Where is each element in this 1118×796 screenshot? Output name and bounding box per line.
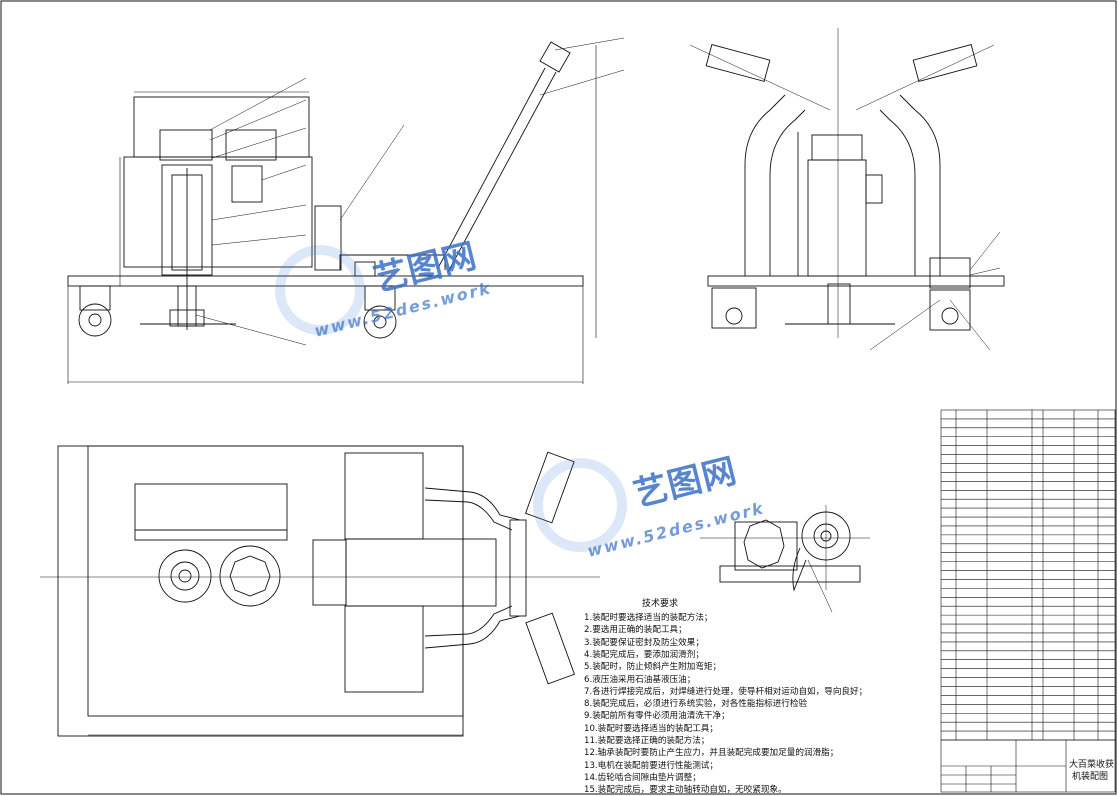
watermark-logo (275, 245, 627, 552)
drawing-name-line1: 大百菜收获 (1069, 760, 1115, 770)
requirement-item: 9.装配前所有零件必须用油清洗干净； (584, 711, 730, 722)
top-view (40, 445, 600, 737)
requirement-item: 14.齿轮啮合间隙由垫片调整； (584, 772, 701, 783)
requirement-item: 12.轴承装配时要防止产生应力，并且装配完成要加足量的润滑脂； (584, 748, 839, 759)
requirement-item: 7.各进行焊接完成后，对焊缝进行处理，使导杆相对运动自如，导向良好； (584, 686, 868, 697)
front-view (67, 37, 625, 384)
requirement-item: 6.液压油采用石油基液压油； (584, 674, 696, 685)
requirement-item: 15.装配完成后，要求主动轴转动自如，无咬紧现象。 (584, 785, 787, 796)
title-block (940, 739, 1116, 793)
requirement-item: 8.装配完成后，必须进行系统实验，对各性能指标进行检验 (584, 699, 808, 710)
requirement-item: 3.装配要保证密封及防尘效果； (584, 637, 704, 648)
requirement-item: 2.要选用正确的装配工具； (584, 625, 687, 636)
requirement-item: 5.装配时，防止倾斜产生附加弯矩； (584, 662, 722, 673)
requirement-item: 10.装配时要选择适当的装配工具； (584, 723, 718, 734)
side-view (689, 28, 1005, 351)
requirement-item: 1.装配时要选择适当的装配方法； (584, 613, 713, 623)
requirement-item: 13.电机在装配前要进行性能测试； (584, 760, 718, 771)
parts-list (940, 409, 1116, 741)
drawing-name-line2: 机装配图 (1072, 772, 1109, 782)
requirement-item: 11.装配要选择正确的装配方法； (584, 736, 710, 746)
detail-view (700, 505, 870, 613)
requirement-item: 4.装配完成后，要添加润滑剂； (584, 649, 704, 660)
technical-requirements-title: 技术要求 (642, 599, 679, 609)
